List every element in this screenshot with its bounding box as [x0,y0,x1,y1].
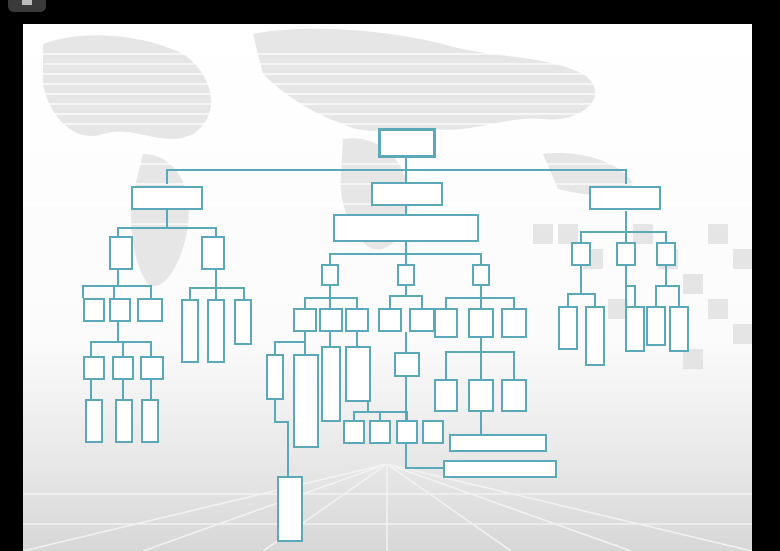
driver-investment [321,264,339,286]
branch-politics [131,186,203,210]
menu-icon [22,0,32,5]
economy-goal [333,214,479,242]
export-item-3 [394,352,420,377]
relation-bottom-3 [140,356,164,380]
issue-3 [141,399,159,443]
diagram-connectors [82,156,680,476]
consumption-item-2 [468,308,494,338]
real-estate-support [277,476,303,542]
world-map-background [23,28,752,286]
branch-society [589,186,661,210]
decorative-tiles [533,224,752,369]
relation-top-1 [83,298,105,322]
relation-top-3 [137,298,163,322]
domestic-item-3 [234,299,252,345]
driver-consumption [472,264,490,286]
politics-domestic [201,236,225,270]
innovation-item-1 [343,420,365,444]
society-detail-5 [646,306,666,346]
relation-bottom-1 [83,356,105,380]
innovation-item-2 [369,420,391,444]
consumption-detail-1 [434,379,458,412]
issue-2 [115,399,133,443]
window-menu-button[interactable] [8,0,46,12]
relation-bottom-2 [112,356,134,380]
society-detail-1 [558,306,578,350]
branch-economy [371,182,443,206]
investment-detail-finance [293,354,319,448]
society-population [616,242,636,266]
society-detail-6 [669,306,689,352]
export-item-2 [409,308,435,332]
floor-perspective-background [23,464,752,551]
society-culture [656,242,676,266]
export-item-1 [378,308,402,332]
innovation-item-3 [396,420,418,444]
dual-cycle [443,460,557,478]
consumption-item-1 [434,308,458,338]
domestic-item-2 [207,299,225,363]
consumption-detail-2 [468,379,494,412]
society-detail-4 [625,306,645,352]
root-node-employment [378,128,436,158]
consumption-item-3 [501,308,527,338]
investment-detail-real-estate [266,354,284,400]
domestic-cycle [449,434,547,452]
investment-detail-steel [321,346,341,422]
domestic-item-1 [181,299,199,363]
politics-international [109,236,133,270]
investment-detail-innovation [345,346,371,402]
investment-item-1 [293,308,317,332]
driver-export [397,264,415,286]
investment-item-3 [345,308,369,332]
innovation-item-4 [422,420,444,444]
society-detail-2 [585,306,605,366]
society-security [571,242,591,266]
relation-top-2 [109,298,131,322]
slide-canvas [23,24,752,551]
investment-item-2 [319,308,343,332]
issue-1 [85,399,103,443]
consumption-detail-3 [501,379,527,412]
